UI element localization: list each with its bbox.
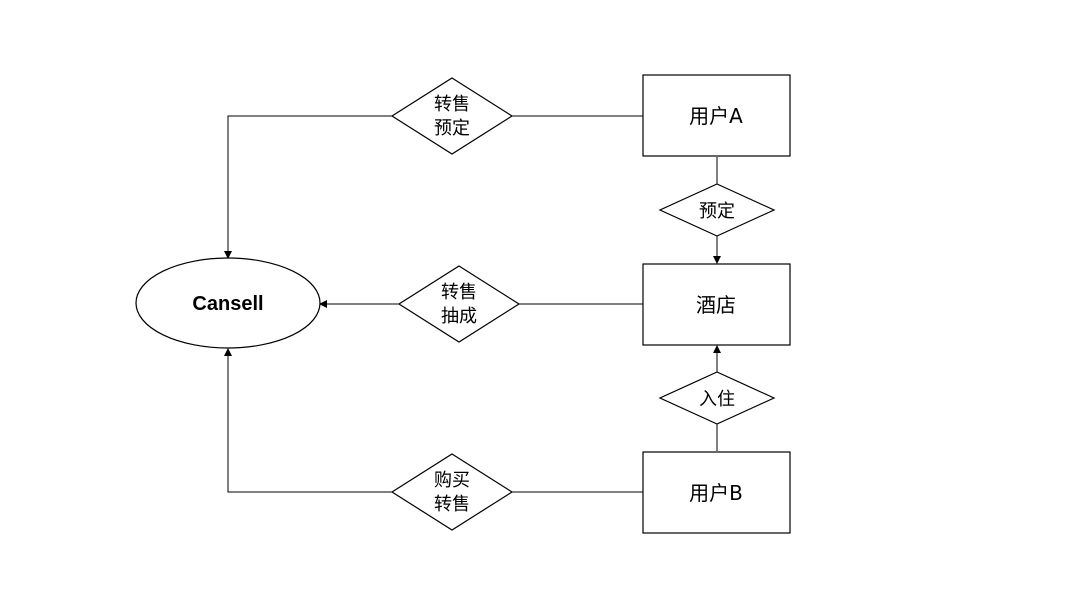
- relation-purchase-resell-line1: 购买: [434, 470, 470, 491]
- relation-checkin-line1: 入住: [699, 389, 735, 410]
- cansell-label: Cansell: [192, 293, 263, 315]
- cansell-node: Cansell: [135, 257, 321, 349]
- hotel-label: 酒店: [696, 293, 736, 317]
- relation-booking: 预定: [658, 183, 776, 237]
- relation-resell-commission: 转售 抽成: [397, 265, 521, 343]
- relation-purchase-resell-line2: 转售: [434, 494, 470, 515]
- relation-booking-line1: 预定: [699, 201, 735, 222]
- relation-resell-booking: 转售 预定: [390, 77, 514, 155]
- relation-purchase-resell: 购买 转售: [390, 453, 514, 531]
- relation-resell-commission-line1: 转售: [441, 282, 477, 303]
- user-b-label: 用户B: [689, 481, 743, 505]
- relation-resell-booking-line2: 预定: [434, 118, 470, 139]
- user-a-label: 用户A: [689, 104, 743, 128]
- relation-checkin: 入住: [658, 371, 776, 425]
- user-a-node: 用户A: [642, 74, 791, 157]
- user-b-node: 用户B: [642, 451, 791, 534]
- relation-resell-commission-line2: 抽成: [441, 306, 477, 327]
- relation-resell-booking-line1: 转售: [434, 94, 470, 115]
- hotel-node: 酒店: [642, 263, 791, 346]
